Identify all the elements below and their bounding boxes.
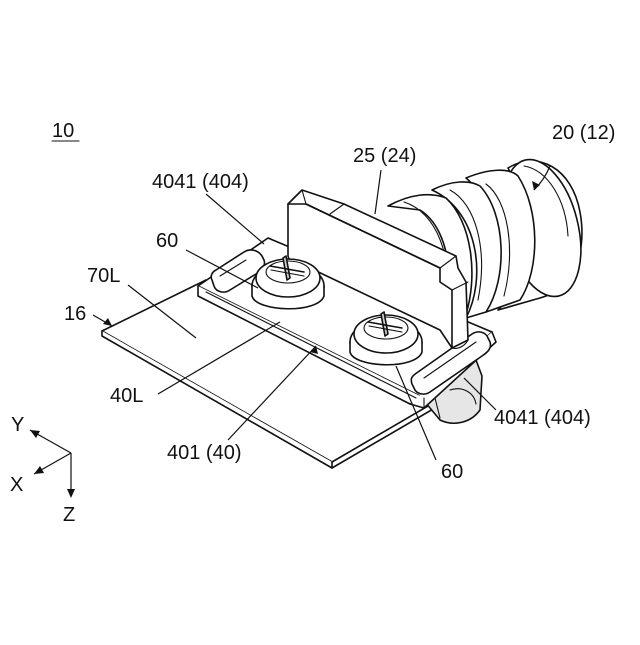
- label-plate-edge: 40L: [110, 385, 143, 407]
- label-panel: 70L: [87, 265, 120, 287]
- label-camera: 20 (12): [552, 122, 615, 144]
- label-slot-right: 4041 (404): [494, 407, 591, 429]
- leader-slot-top: [206, 194, 264, 244]
- axis-z-label: Z: [63, 504, 75, 526]
- figure-number: 10: [52, 120, 74, 142]
- label-slot-top: 4041 (404): [152, 171, 249, 193]
- label-plate: 401 (40): [167, 442, 242, 464]
- label-screw-top: 60: [156, 230, 178, 252]
- axis-y-arrow: [30, 430, 40, 438]
- label-bracket: 25 (24): [353, 145, 416, 167]
- axes-indicator: [30, 430, 75, 498]
- label-screw-bottom: 60: [441, 461, 463, 483]
- axis-x-label: X: [10, 474, 23, 496]
- leader-bracket: [375, 170, 381, 214]
- axis-y-label: Y: [11, 414, 24, 436]
- axis-z-arrow: [67, 489, 75, 498]
- axis-x-arrow: [34, 466, 44, 474]
- label-board-edge: 16: [64, 303, 86, 325]
